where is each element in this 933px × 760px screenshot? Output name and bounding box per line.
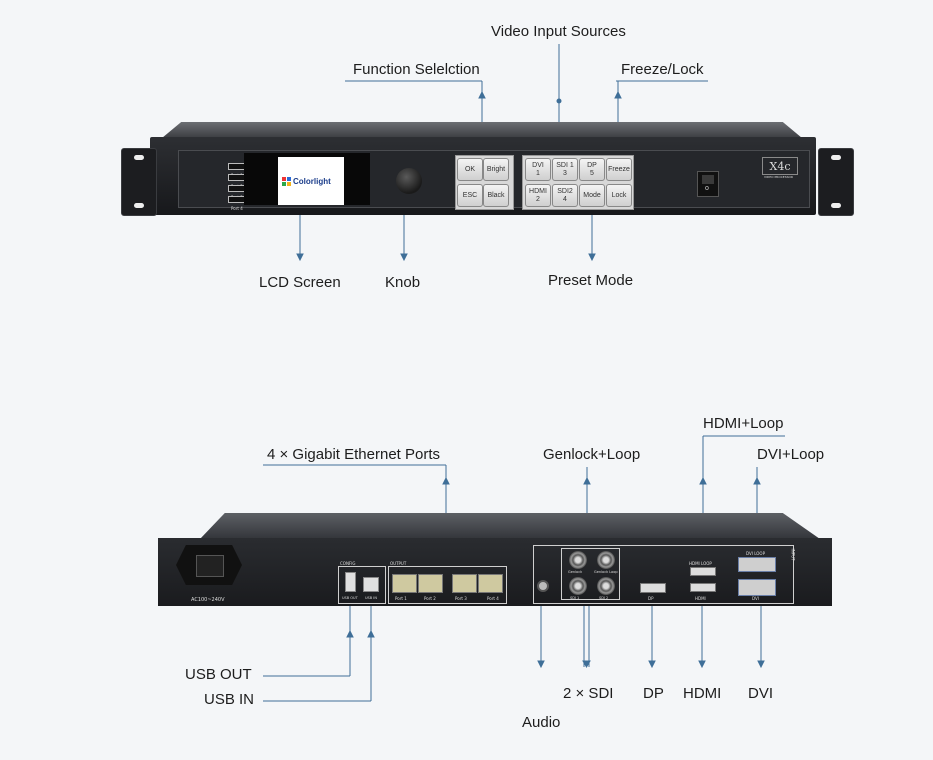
label-dvi-loop: DVI+Loop <box>757 446 825 463</box>
colorlight-logo-icon <box>282 177 291 186</box>
left-rack-ear <box>121 148 157 216</box>
ethernet-port-1[interactable] <box>392 574 417 593</box>
label-freeze-lock: Freeze/Lock <box>621 61 704 78</box>
label-function-selection: Function Selelction <box>353 61 480 78</box>
port-indicator-2: Port 2 <box>228 174 245 189</box>
esc-key[interactable]: ESC <box>457 184 483 207</box>
hdmi-port[interactable] <box>690 583 716 592</box>
dp-input-key[interactable]: DP 5 <box>579 158 605 181</box>
label-hdmi: HDMI <box>683 685 722 702</box>
output-section <box>388 566 507 604</box>
dvi-port[interactable] <box>738 579 776 596</box>
bnc-group <box>561 548 620 600</box>
label-knob: Knob <box>385 274 421 291</box>
lcd-logo-text: Colorlight <box>293 177 331 186</box>
port-indicator-3: Port 3 <box>228 185 245 200</box>
sdi2-bnc[interactable] <box>597 577 615 595</box>
audio-jack[interactable] <box>537 580 549 592</box>
freeze-key[interactable]: Freeze <box>606 158 632 181</box>
power-rating: AC100~240V <box>191 597 225 603</box>
usb-in-port[interactable] <box>363 577 379 592</box>
lcd-screen: Colorlight <box>278 157 344 205</box>
rear-device-body <box>158 538 832 606</box>
port-indicator-4: Port 4 <box>228 196 245 211</box>
ethernet-port-2[interactable] <box>418 574 443 593</box>
sdi2-input-key[interactable]: SDI2 4 <box>552 184 578 207</box>
brand-badge: X4c <box>762 157 798 175</box>
input-title: INPUT <box>790 548 796 561</box>
usb-out-tag: USB OUT <box>342 596 358 600</box>
black-key[interactable]: Black <box>483 184 509 207</box>
right-rack-ear <box>818 148 854 216</box>
ethernet-port-4-tag: Port 4 <box>487 596 499 601</box>
sdi2-tag: SDI 2 <box>599 596 609 600</box>
label-usb-out: USB OUT <box>185 666 252 683</box>
hdmi-tag: HDMI <box>695 596 706 601</box>
front-device-top <box>162 122 802 138</box>
genlock-bnc[interactable] <box>569 551 587 569</box>
label-dp: DP <box>643 685 664 702</box>
ethernet-port-2-tag: Port 2 <box>424 596 436 601</box>
hdmi-loop-port[interactable] <box>690 567 716 576</box>
label-sdi: 2 × SDI <box>563 685 614 702</box>
label-lcd-screen: LCD Screen <box>259 274 341 291</box>
label-genlock-loop: Genlock+Loop <box>543 446 641 463</box>
label-usb-in: USB IN <box>204 691 255 708</box>
dvi-tag: DVI <box>752 596 759 601</box>
config-section <box>338 566 386 604</box>
genlock-loop-bnc[interactable] <box>597 551 615 569</box>
power-symbol-icon: o <box>705 185 709 192</box>
power-switch[interactable]: o <box>697 171 719 197</box>
label-preset-mode: Preset Mode <box>548 272 634 289</box>
hdmi-loop-tag: HDMI LOOP <box>689 561 712 566</box>
output-title: OUTPUT <box>390 561 407 566</box>
label-ethernet-ports: 4 × Gigabit Ethernet Ports <box>267 446 441 463</box>
label-audio: Audio <box>522 714 561 731</box>
port-indicator-1: Port 1 <box>228 163 245 178</box>
genlock-tag: Genlock <box>568 570 583 574</box>
sdi1-input-key[interactable]: SDI 1 3 <box>552 158 578 181</box>
power-switch-rocker <box>702 175 714 184</box>
bright-key[interactable]: Bright <box>483 158 509 181</box>
rotary-knob[interactable] <box>396 168 422 194</box>
dp-tag: DP <box>648 596 654 601</box>
usb-out-port[interactable] <box>345 572 356 592</box>
genlock-loop-tag: Genlock Loop <box>594 570 618 574</box>
dp-port[interactable] <box>640 583 666 593</box>
sdi1-tag: SDI 1 <box>570 596 580 600</box>
power-inlet <box>176 545 242 585</box>
dvi-input-key[interactable]: DVI 1 <box>525 158 551 181</box>
usb-in-tag: USB IN <box>365 596 377 600</box>
brand-subtitle: VIDEO PROCESSOR <box>764 175 793 179</box>
ethernet-port-3-tag: Port 3 <box>455 596 467 601</box>
label-hdmi-loop: HDMI+Loop <box>703 415 784 432</box>
label-dvi: DVI <box>748 685 774 702</box>
ethernet-port-3[interactable] <box>452 574 477 593</box>
label-video-input-sources: Video Input Sources <box>491 23 626 40</box>
config-title: CONFIG <box>340 561 356 566</box>
ethernet-port-4[interactable] <box>478 574 503 593</box>
ethernet-port-1-tag: Port 1 <box>395 596 407 601</box>
mode-key[interactable]: Mode <box>579 184 605 207</box>
ok-key[interactable]: OK <box>457 158 483 181</box>
sdi1-bnc[interactable] <box>569 577 587 595</box>
lock-key[interactable]: Lock <box>606 184 632 207</box>
rear-device-top <box>200 513 820 539</box>
hdmi-input-key[interactable]: HDMI 2 <box>525 184 551 207</box>
dvi-loop-port[interactable] <box>738 557 776 572</box>
input-section <box>533 545 794 604</box>
dvi-loop-tag: DVI LOOP <box>746 551 765 556</box>
